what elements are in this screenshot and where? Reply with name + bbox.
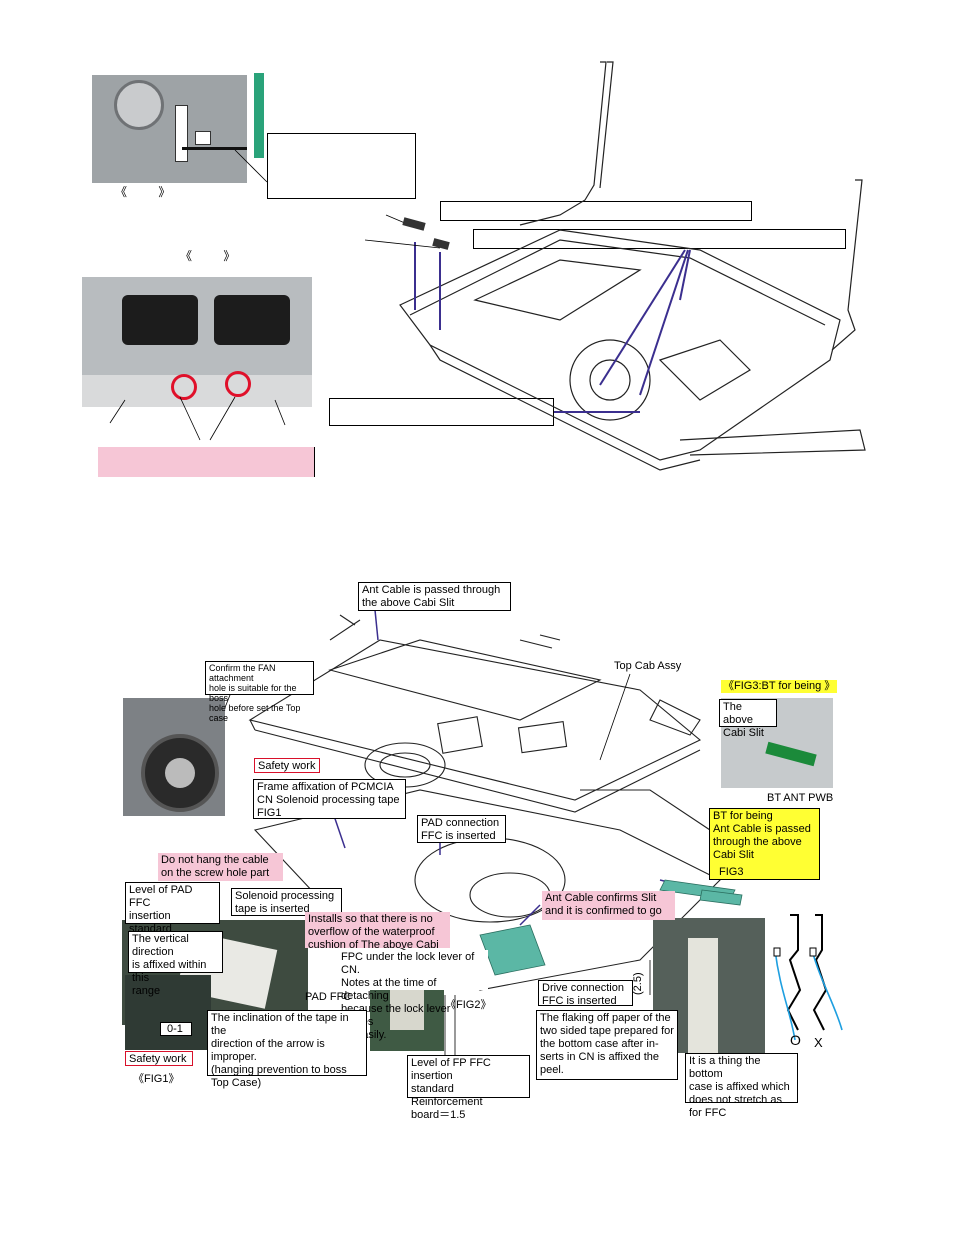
drive-photo xyxy=(92,75,247,183)
fig-mark-mid: 《 》 xyxy=(180,249,250,263)
red-circle-left xyxy=(171,374,197,400)
label-mark-o: O xyxy=(790,1032,801,1048)
callout-box-top xyxy=(267,133,416,199)
bracket-window-left xyxy=(122,295,198,345)
white-square-marker xyxy=(195,131,211,145)
fig-mark-top: 《 》 xyxy=(115,185,185,199)
cable-black xyxy=(182,147,247,150)
label-mark-x: X xyxy=(814,1035,823,1050)
red-circle-right xyxy=(225,371,251,397)
callout-safety-work-1: Safety work xyxy=(254,758,320,773)
label-top-cab-assy: Top Cab Assy xyxy=(614,660,682,672)
drive-ffc xyxy=(688,938,718,1053)
bracket-photo xyxy=(82,277,312,407)
callout-bottom-case: It is a thing the bottom case is affixed… xyxy=(685,1053,798,1119)
label-pad-ffc: PAD FFC xyxy=(305,991,352,1003)
pink-box-top xyxy=(98,447,315,477)
callout-vertical-direction: The vertical direction is affixed within… xyxy=(128,931,223,997)
label-dim-25: (2.5) xyxy=(632,972,644,995)
callout-fan-confirm: Confirm the FAN attachment hole is suita… xyxy=(205,661,314,723)
callout-above-cabi-slit: The above Cabi Slit xyxy=(719,699,777,739)
label-fig1: 《FIG1》 xyxy=(133,1073,180,1085)
bracket-base xyxy=(82,375,312,407)
fan-photo xyxy=(123,698,225,816)
callout-zero-one: 0-1 xyxy=(160,1022,192,1036)
callout-box-laptop-3 xyxy=(329,398,554,426)
callout-box-laptop-1 xyxy=(440,201,752,221)
callout-solenoid-inserted: Solenoid processing tape is inserted xyxy=(231,888,342,916)
callout-do-not-hang: Do not hang the cable on the screw hole … xyxy=(158,853,283,881)
callout-inclination: The inclination of the tape in the direc… xyxy=(207,1010,367,1089)
callout-bt-being: BT for being Ant Cable is passed through… xyxy=(709,808,820,880)
fig1-photo-bottom xyxy=(125,975,211,1050)
label-fig3: FIG3 xyxy=(719,866,744,878)
drive-disc xyxy=(114,80,164,130)
callout-safety-work-2: Safety work xyxy=(125,1051,193,1066)
callout-fpc-lock: FPC under the lock lever of CN. Notes at… xyxy=(338,950,488,1041)
label-fig2: 《FIG2》 xyxy=(445,999,492,1011)
drive-connection-photo xyxy=(653,918,765,1053)
callout-ant-cable-slit: Ant Cable is passed through the above Ca… xyxy=(358,582,511,611)
callout-installs-waterproof: Installs so that there is no overflow of… xyxy=(305,912,450,951)
label-fig3-title: 《FIG3:BT for being 》 xyxy=(721,680,838,693)
teal-bar xyxy=(254,73,264,158)
callout-drive-connection: Drive connection FFC is inserted xyxy=(538,980,633,1007)
callout-level-fp-ffc: Level of FP FFC insertion standard Reinf… xyxy=(407,1055,530,1121)
bracket-window-right xyxy=(214,295,290,345)
callout-box-laptop-2 xyxy=(473,229,846,249)
label-bt-ant-pwb: BT ANT PWB xyxy=(767,792,834,804)
callout-flaking: The flaking off paper of the two sided t… xyxy=(536,1010,678,1080)
callout-frame-affixation: Frame affixation of PCMCIA CN Solenoid p… xyxy=(253,779,406,819)
callout-pad-connection: PAD connection FFC is inserted xyxy=(417,815,506,843)
callout-level-pad-ffc: Level of PAD FFC insertion standard elec… xyxy=(125,882,220,948)
fan-hub xyxy=(165,758,195,788)
callout-ant-confirms: Ant Cable confirms Slit and it is confir… xyxy=(542,891,675,920)
